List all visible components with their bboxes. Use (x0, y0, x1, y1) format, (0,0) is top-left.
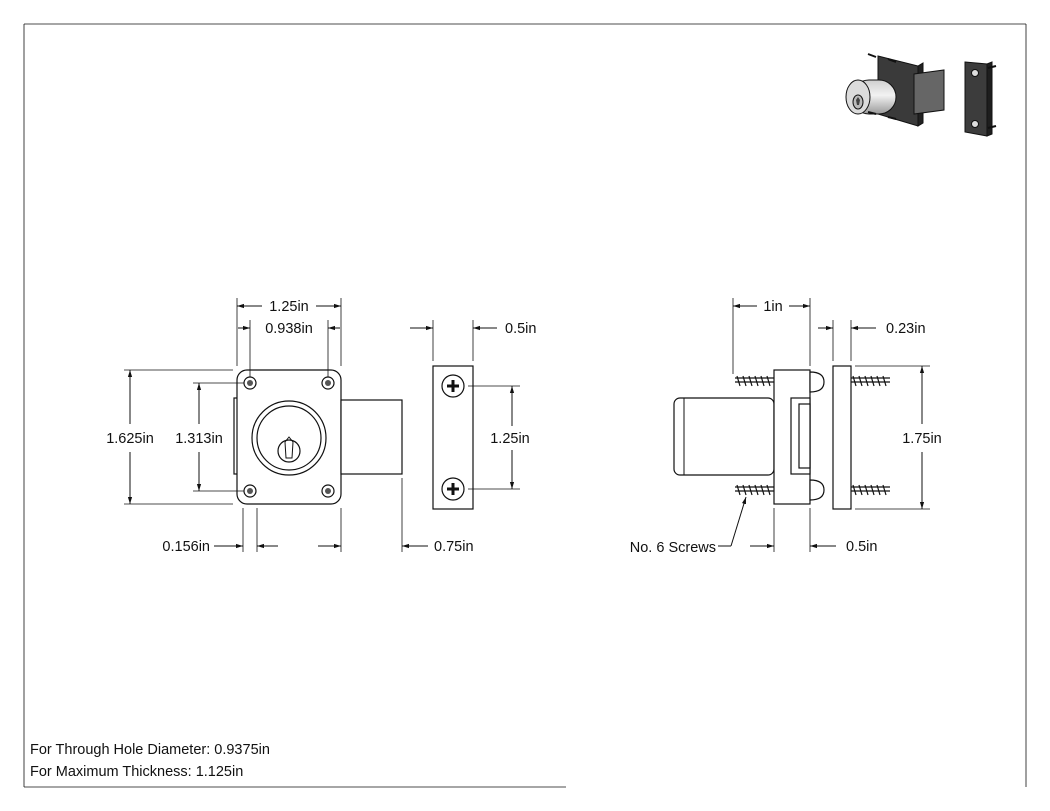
side-screw-threads (735, 375, 890, 496)
side-dimensions: 1in 0.23in 1.75in 0.5in No. 6 Screws (630, 298, 942, 556)
dim-strike-gap: 0.23in (886, 321, 926, 337)
dim-side-height: 1.75in (902, 431, 942, 447)
dim-strike-thickness: 0.5in (846, 539, 877, 555)
dim-front-hole-spacing: 0.938in (265, 321, 313, 337)
lock-isometric-thumbnail (845, 53, 997, 137)
strike-dimensions: 0.5in 1.25in (410, 320, 536, 490)
front-screw-heads (243, 376, 335, 498)
dim-front-hole-vspacing: 1.313in (175, 431, 223, 447)
side-view (673, 365, 890, 510)
dim-edge-offset: 0.156in (162, 539, 210, 555)
dim-cylinder-length: 0.75in (434, 539, 474, 555)
callout-screws: No. 6 Screws (630, 540, 716, 556)
dim-side-depth: 1in (763, 299, 782, 315)
front-view (233, 369, 403, 505)
strike-plate-view (432, 365, 474, 510)
strike-screw-bottom (441, 477, 465, 501)
front-dimensions: 1.25in 0.938in 1.625in 1.313in 0.156in 0… (106, 298, 474, 555)
dim-plate-hole-spacing: 1.25in (490, 431, 530, 447)
note-max-thickness: For Maximum Thickness: 1.125in (30, 764, 244, 780)
note-through-hole: For Through Hole Diameter: 0.9375in (30, 742, 270, 758)
dim-front-height: 1.625in (106, 431, 154, 447)
dim-plate-thickness: 0.5in (505, 321, 536, 337)
strike-screw-top (441, 374, 465, 398)
drawing-notes: For Through Hole Diameter: 0.9375in For … (30, 739, 270, 783)
sheet-border (23, 23, 1027, 788)
dim-front-width: 1.25in (269, 299, 309, 315)
